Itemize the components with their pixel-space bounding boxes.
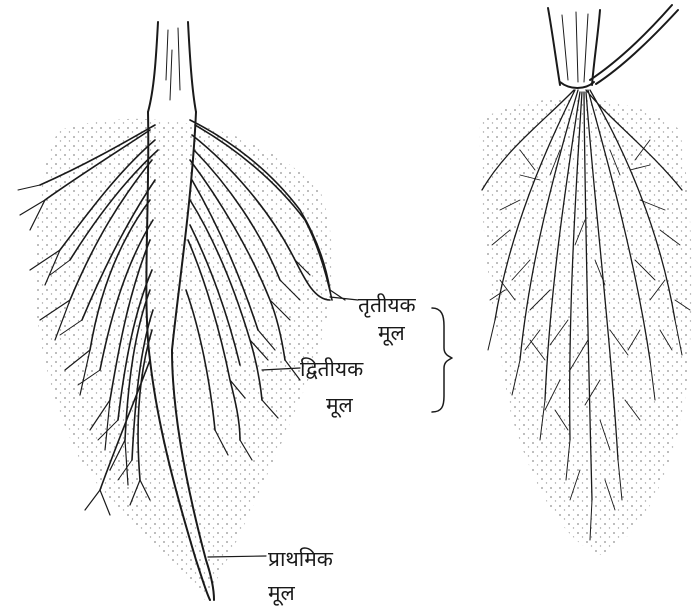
stem	[148, 22, 196, 112]
fibrous-root-system	[480, 5, 692, 555]
secondary-root-label: द्वितीयक	[300, 356, 363, 382]
primary-root-label-line2: मूल	[268, 580, 295, 606]
tertiary-root-label: तृतीयक	[358, 292, 416, 318]
bracket	[432, 308, 452, 412]
secondary-root-label-line2: मूल	[326, 392, 353, 418]
fibrous-stem	[548, 8, 600, 85]
tie-string	[590, 5, 678, 84]
tertiary-root-label-line2: मूल	[378, 320, 405, 346]
primary-root-label: प्राथमिक	[268, 546, 333, 572]
fibrous-root-stipple	[480, 99, 692, 555]
